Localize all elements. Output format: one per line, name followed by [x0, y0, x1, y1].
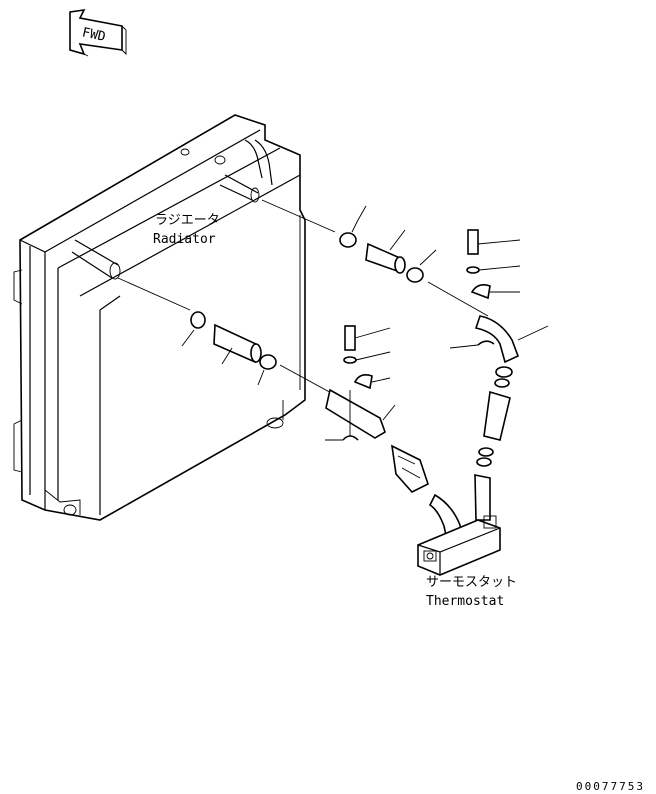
thermostat-label-jp: サーモスタット [426, 575, 517, 590]
thermostat-housing [417, 515, 501, 576]
thermostat-label-en: Thermostat [426, 594, 504, 609]
upper-hose-assembly [261, 199, 549, 364]
drawing-number: 00077753 [576, 780, 645, 793]
radiator-label-en: Radiator [153, 232, 216, 247]
fwd-label: FWD [81, 25, 107, 45]
thermostat-hoses [390, 366, 513, 546]
radiator-label-jp: ラジエータ [155, 213, 220, 228]
fwd-arrow-icon: FWD [69, 8, 127, 57]
radiator-label: ラジエータ Radiator [153, 213, 220, 247]
thermostat-label: サーモスタット Thermostat [426, 575, 517, 609]
radiator-assembly [13, 114, 306, 521]
lower-hose-assembly [117, 277, 396, 441]
